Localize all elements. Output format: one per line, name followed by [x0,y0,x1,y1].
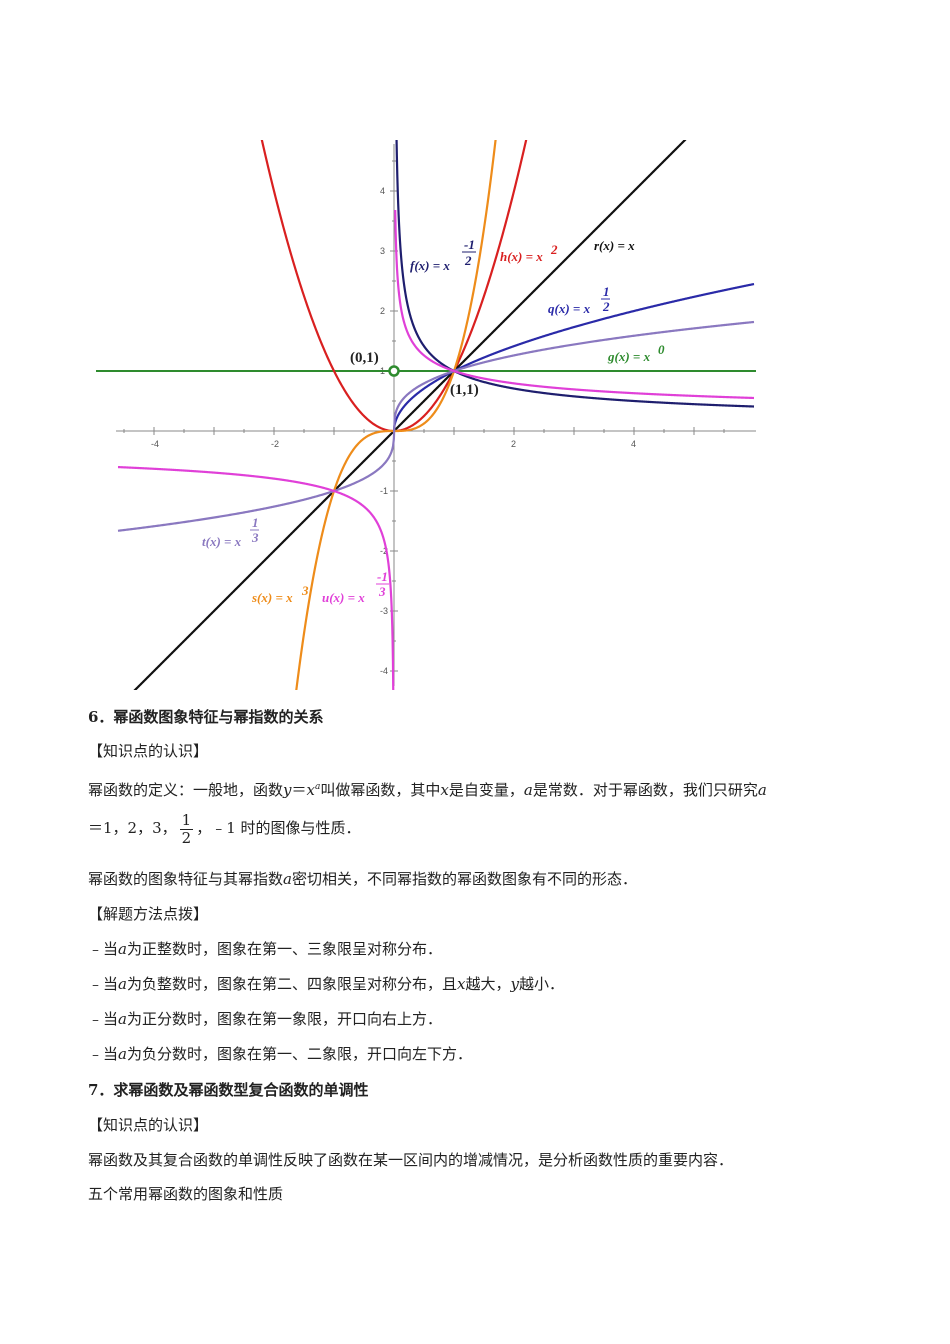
bullet-3: ﹣当a为正分数时，图象在第一象限，开口向右上方． [88,1008,870,1030]
def-var-x2: x [440,781,449,799]
bullet-2-post: 为负整数时，图象在第二、四象限呈对称分布，且 [126,975,457,993]
curve-s [295,140,497,690]
def-part-b: 叫做幂函数，其中 [320,781,441,799]
bullet-3-post: 为正分数时，图象在第一象限，开口向右上方． [126,1010,442,1028]
y-tick-label: -3 [380,606,388,616]
section6-definition: 幂函数的定义：一般地，函数y＝xa叫做幂函数，其中x是自变量，a是常数．对于幂函… [88,776,870,801]
section6-para2: 幂函数的图象特征与其幂指数a密切相关，不同幂指数的幂函数图象有不同的形态． [88,868,870,890]
section7-para1: 幂函数及其复合函数的单调性反映了函数在某一区间内的增减情况，是分析函数性质的重要… [88,1151,734,1169]
point-marks: (0,1) (1,1) [350,350,479,398]
label-s-exp: 3 [301,583,309,598]
label-f-num: -1 [464,237,475,252]
def-eq: ＝ [291,781,307,799]
graph-canvas: -4-2244321-1-2-3-4 (0,1) (1,1) f(x) = x … [96,140,756,690]
def-var-y: y [283,781,292,799]
bullet-3-var: a [118,1010,127,1028]
x-tick-label: 4 [631,439,636,449]
bullet-2-var-x: x [456,975,466,993]
open-point-0-1 [388,365,400,377]
y-tick-label: 2 [380,306,385,316]
bullet-2-pre: ﹣当 [88,975,119,993]
def-exponent: a [314,782,321,792]
label-h: h(x) = x [500,249,543,264]
bullet-1-post: 为正整数时，图象在第一、三象限呈对称分布． [126,940,442,958]
point-label-0-1: (0,1) [350,350,379,366]
axes [116,144,756,686]
y-tick-label: -1 [380,486,388,496]
section6-method-heading: 【解题方法点拨】 [88,905,209,923]
label-h-exp: 2 [550,242,558,257]
y-tick-label: 4 [380,186,385,196]
para2-var: a [283,870,292,888]
y-tick-label: -4 [380,666,388,676]
bullet-2-var-y: y [510,975,519,993]
def-part-c: 是自变量， [448,781,524,799]
label-f-name: f(x) = x [410,258,450,273]
label-q: q(x) = x [548,301,591,316]
label-q-den: 2 [602,299,610,314]
label-s: s(x) = x [251,590,293,605]
function-labels: f(x) = x -1 2 h(x) = x 2 r(x) = x q(x) =… [202,237,665,605]
bullet-2-end: 越小． [518,975,564,993]
y-tick-label: -2 [380,546,388,556]
para2-a: 幂函数的图象特征与其幂指数 [88,870,284,888]
label-t: t(x) = x [202,534,242,549]
label-f: f(x) = x [410,258,450,273]
curve-f [395,140,755,408]
curve-u-neg [117,465,395,690]
section7-title: 7．求幂函数及幂函数型复合函数的单调性 [88,1081,369,1099]
def-part-a: 幂函数的定义：一般地，函数 [88,781,284,799]
section7-knowledge-heading: 【知识点的认识】 [88,1116,209,1134]
curve-t [117,320,755,532]
label-u-den: 3 [378,584,386,599]
curve-u-pos [394,209,755,400]
label-t-den: 3 [251,530,259,545]
bullet-4-post: 为负分数时，图象在第一、二象限，开口向左下方． [126,1045,472,1063]
def-part-d: 是常数．对于幂函数，我们只研究 [532,781,758,799]
curve-r [133,140,687,690]
x-tick-label: -4 [151,439,159,449]
def-line2-a: ＝1，2，3， [88,819,177,837]
x-tick-label: -2 [271,439,279,449]
bullet-4-var: a [118,1045,127,1063]
label-f-den: 2 [464,253,472,268]
x-tick-label: 2 [511,439,516,449]
bullet-2-var: a [118,975,127,993]
label-t-num: 1 [252,515,259,530]
fraction-numerator: 1 [179,810,194,830]
def-var-x: x [306,781,315,799]
bullet-3-pre: ﹣当 [88,1010,119,1028]
label-u-num: -1 [377,569,388,584]
section6-title: 6．幂函数图象特征与幂指数的关系 [88,708,324,726]
para2-b: 密切相关，不同幂指数的幂函数图象有不同的形态． [291,870,637,888]
section7-para2: 五个常用幂函数的图象和性质 [88,1185,284,1203]
label-q-num: 1 [603,284,610,299]
label-g: g(x) = x [607,349,651,364]
bullet-4-pre: ﹣当 [88,1045,119,1063]
section6-knowledge-heading: 【知识点的认识】 [88,742,209,760]
label-r: r(x) = x [594,238,635,253]
fraction-denominator: 2 [181,828,192,847]
bullet-1: ﹣当a为正整数时，图象在第一、三象限呈对称分布． [88,938,870,960]
def-var-a: a [523,781,533,799]
bullet-1-pre: ﹣当 [88,940,119,958]
point-label-1-1: (1,1) [450,382,479,398]
label-g-exp: 0 [658,342,665,357]
def-var-a2: a [757,781,767,799]
def-line2-b: ，﹣1 时的图像与性质． [196,819,361,837]
bullet-2: ﹣当a为负整数时，图象在第二、四象限呈对称分布，且x越大，y越小． [88,973,870,995]
bullet-4: ﹣当a为负分数时，图象在第一、二象限，开口向左下方． [88,1043,870,1065]
curves [96,140,756,690]
bullet-1-var: a [118,940,127,958]
bullet-2-mid: 越大， [465,975,511,993]
y-tick-label: 3 [380,246,385,256]
power-function-graph: -4-2244321-1-2-3-4 (0,1) (1,1) f(x) = x … [96,140,762,690]
label-u: u(x) = x [322,590,365,605]
